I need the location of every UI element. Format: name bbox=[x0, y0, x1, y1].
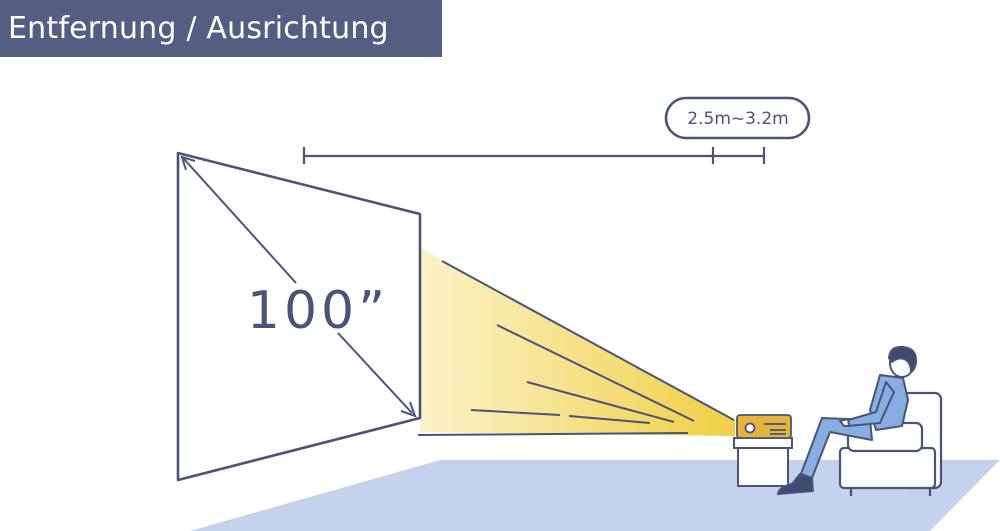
side-table bbox=[733, 437, 793, 487]
distance-label-box bbox=[664, 96, 811, 140]
armchair bbox=[838, 391, 943, 496]
distance-scale bbox=[302, 147, 766, 164]
projector bbox=[736, 414, 792, 439]
diagonal-arrow bbox=[180, 155, 417, 418]
page-title: Entfernung / Ausrichtung bbox=[8, 11, 389, 46]
beam-lines bbox=[417, 260, 735, 436]
distance-label: 2.5m~3.2m bbox=[687, 109, 788, 129]
projection-screen bbox=[176, 151, 422, 482]
title-banner: Entfernung / Ausrichtung bbox=[0, 0, 442, 57]
screen-size-label: 100” bbox=[247, 281, 389, 341]
seated-person bbox=[777, 345, 918, 495]
light-beam bbox=[420, 248, 735, 436]
